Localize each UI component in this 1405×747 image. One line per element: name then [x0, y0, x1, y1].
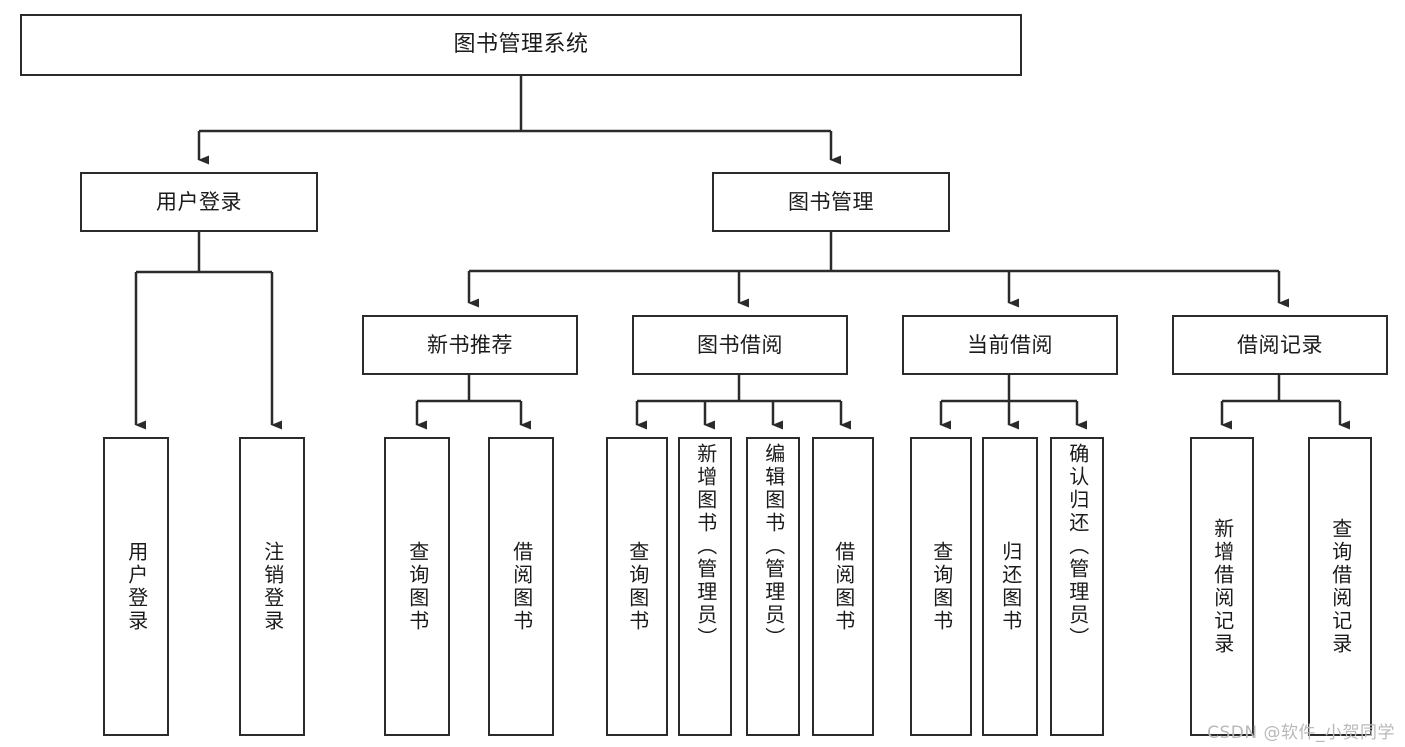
node-user-login[interactable]: 用户登录 — [80, 172, 318, 232]
node-book-management[interactable]: 图书管理 — [712, 172, 950, 232]
leaf-borrow-query-books[interactable]: 查询图书 — [606, 437, 668, 736]
node-borrowing-record[interactable]: 借阅记录 — [1172, 315, 1388, 375]
leaf-borrow-add-book-admin[interactable]: 新增图书（管理员） — [678, 437, 732, 736]
node-new-book-recommendation[interactable]: 新书推荐 — [362, 315, 578, 375]
leaf-new-book-query-books[interactable]: 查询图书 — [384, 437, 450, 736]
node-book-borrowing[interactable]: 图书借阅 — [632, 315, 848, 375]
leaf-borrow-borrow-books[interactable]: 借阅图书 — [812, 437, 874, 736]
csdn-watermark: CSDN @软件_小贺同学 — [1207, 723, 1395, 743]
node-current-borrowing[interactable]: 当前借阅 — [902, 315, 1118, 375]
node-root-book-management-system[interactable]: 图书管理系统 — [20, 14, 1022, 76]
leaf-user-login-logout[interactable]: 注销登录 — [239, 437, 305, 736]
leaf-current-return-books[interactable]: 归还图书 — [982, 437, 1038, 736]
leaf-record-add-borrow-record[interactable]: 新增借阅记录 — [1190, 437, 1254, 736]
leaf-borrow-edit-book-admin[interactable]: 编辑图书（管理员） — [746, 437, 800, 736]
leaf-record-query-borrow-record[interactable]: 查询借阅记录 — [1308, 437, 1372, 736]
leaf-current-confirm-return-admin[interactable]: 确认归还（管理员） — [1050, 437, 1104, 736]
leaf-new-book-borrow-books[interactable]: 借阅图书 — [488, 437, 554, 736]
leaf-user-login-login[interactable]: 用户登录 — [103, 437, 169, 736]
leaf-current-query-books[interactable]: 查询图书 — [910, 437, 972, 736]
